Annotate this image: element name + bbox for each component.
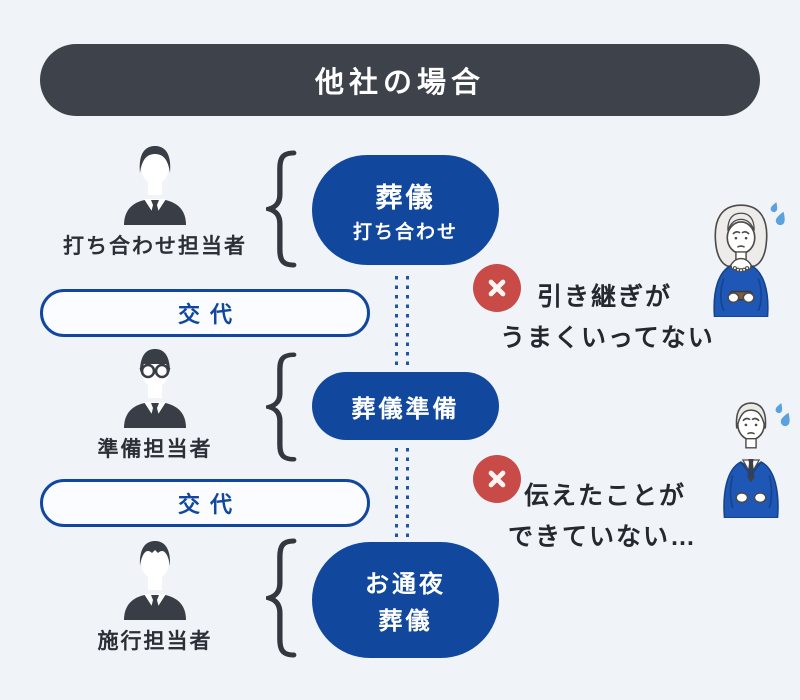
stage-line: 葬儀 <box>378 608 433 635</box>
curly-brace-icon <box>260 352 298 462</box>
dotted-line-icon <box>395 276 409 368</box>
sweat-drops-icon <box>775 403 790 427</box>
problem-text-line: できていない… <box>508 523 698 551</box>
staff-change-pill: 交代 <box>40 479 370 527</box>
sweat-drops-icon <box>770 202 785 226</box>
stage-line: 葬儀 <box>375 183 436 213</box>
curly-brace-icon <box>260 150 298 268</box>
stage-line: 打ち合わせ <box>352 222 458 243</box>
curly-brace-icon <box>260 538 298 658</box>
person-execution-staff: 施行担当者 <box>45 538 265 655</box>
worried-elderly-woman-illustration <box>690 197 792 318</box>
change-label: 交代 <box>177 302 242 327</box>
header-banner: 他社の場合 <box>40 44 760 116</box>
person-label: 打ち合わせ担当者 <box>63 235 247 258</box>
worried-businessman-illustration <box>704 400 798 519</box>
page-title: 他社の場合 <box>314 67 485 99</box>
dotted-line-icon <box>395 448 409 538</box>
businessman-icon <box>124 146 186 225</box>
stage-wake-funeral: お通夜 葬儀 <box>312 542 499 658</box>
problem-text-line: うまくいってない <box>500 324 715 352</box>
businessman-glasses-icon <box>124 349 186 428</box>
person-meeting-staff: 打ち合わせ担当者 <box>45 143 265 260</box>
stage-line: お通夜 <box>365 571 446 598</box>
x-circle-icon <box>473 455 521 503</box>
businessman-icon <box>124 541 186 620</box>
x-circle-icon <box>473 264 521 312</box>
person-label: 準備担当者 <box>97 438 213 461</box>
stage-funeral-preparation: 葬儀準備 <box>312 372 499 440</box>
staff-change-pill: 交代 <box>40 289 370 337</box>
stage-line: 葬儀準備 <box>351 395 460 423</box>
change-label: 交代 <box>177 492 242 517</box>
stage-funeral-meeting: 葬儀 打ち合わせ <box>312 155 499 265</box>
problem-text-line: 引き継ぎが <box>537 283 673 311</box>
person-preparation-staff: 準備担当者 <box>45 346 265 463</box>
problem-text-line: 伝えたことが <box>524 482 687 510</box>
person-label: 施行担当者 <box>97 630 213 653</box>
